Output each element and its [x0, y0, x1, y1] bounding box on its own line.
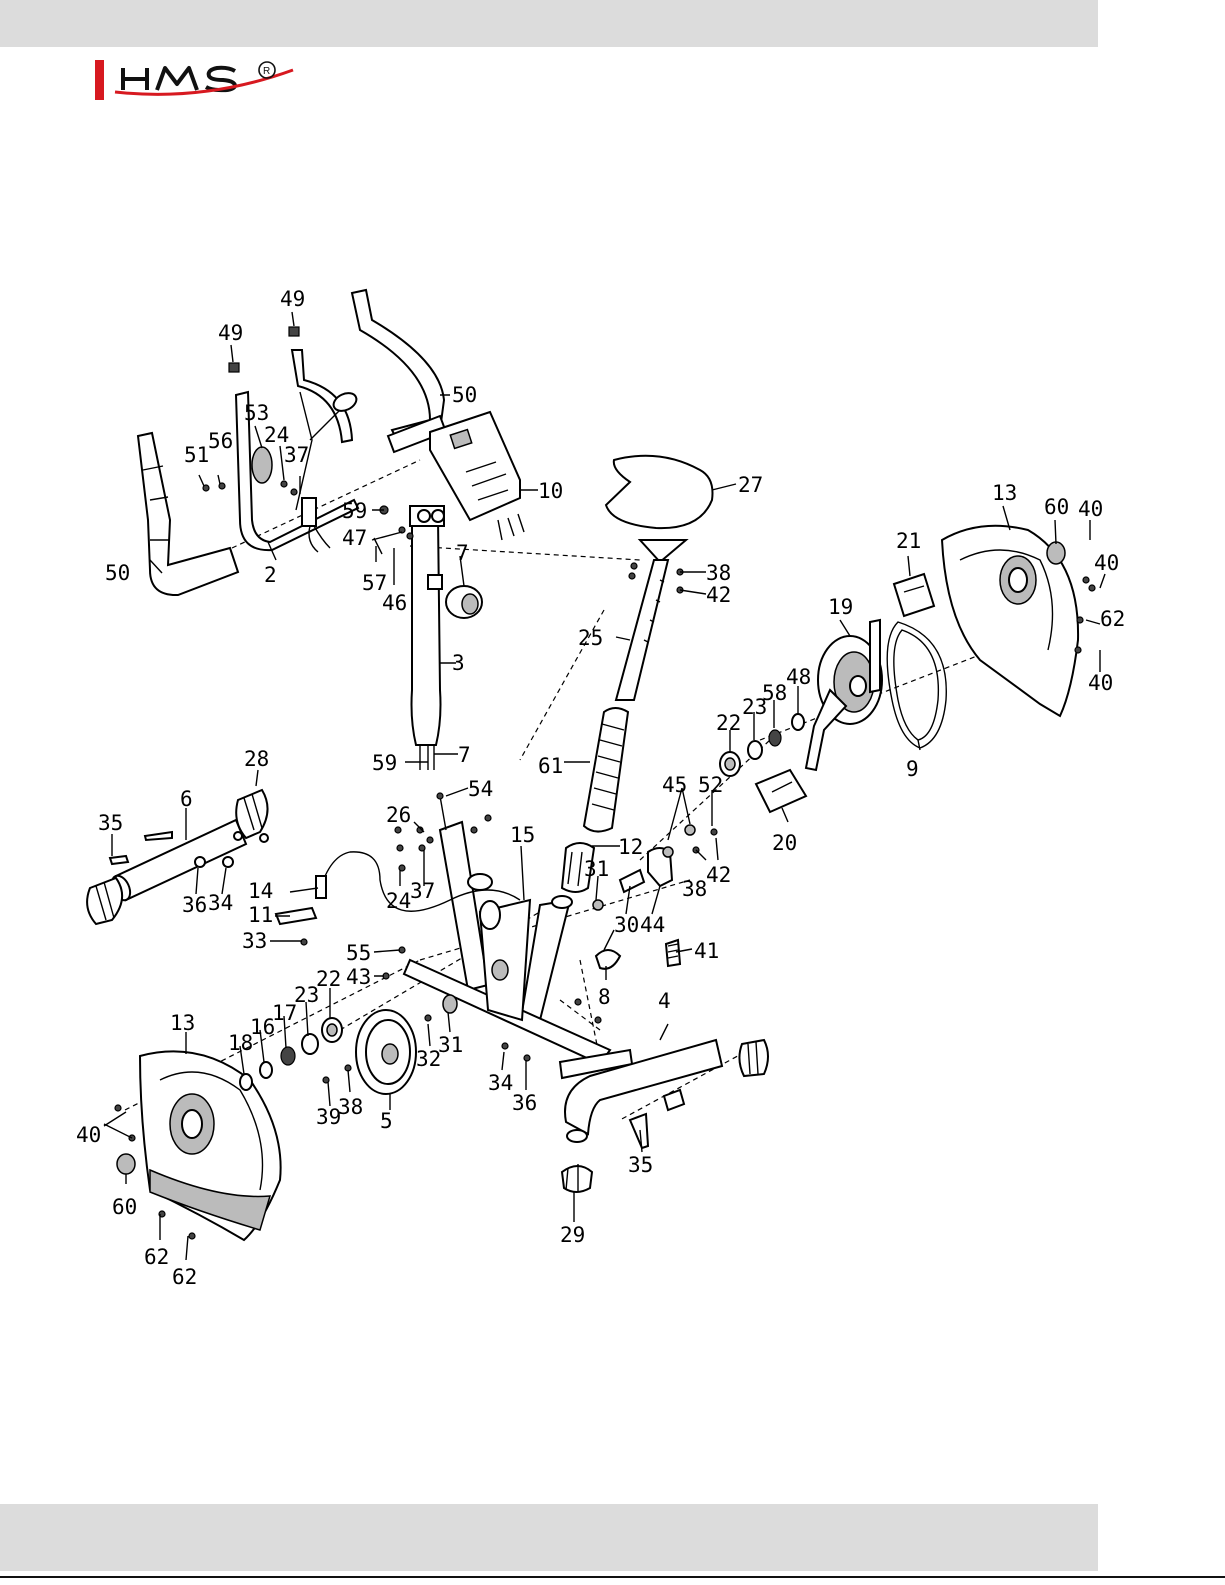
- callout-54: 54: [468, 777, 493, 801]
- callout-34-front: 34: [208, 891, 233, 915]
- callout-20: 20: [772, 831, 797, 855]
- callout-11: 11: [248, 903, 273, 927]
- callout-35-rear: 35: [628, 1153, 653, 1177]
- callout-12: 12: [618, 835, 643, 859]
- callout-49-right: 49: [280, 287, 305, 311]
- callout-6: 6: [180, 787, 193, 811]
- callout-14: 14: [248, 879, 273, 903]
- callout-23-right: 23: [742, 695, 767, 719]
- callout-7-top: 7: [456, 541, 469, 565]
- callout-40-left: 40: [76, 1123, 101, 1147]
- callout-8: 8: [598, 985, 611, 1009]
- callout-37-frame: 37: [410, 879, 435, 903]
- callout-31-left: 31: [438, 1033, 463, 1057]
- callout-25: 25: [578, 626, 603, 650]
- callout-55: 55: [346, 941, 371, 965]
- callout-27: 27: [738, 473, 763, 497]
- callout-48: 48: [786, 665, 811, 689]
- callout-26: 26: [386, 803, 411, 827]
- callout-18: 18: [228, 1031, 253, 1055]
- callout-9: 9: [906, 757, 919, 781]
- callout-29: 29: [560, 1223, 585, 1247]
- callout-10: 10: [538, 479, 563, 503]
- callout-21: 21: [896, 529, 921, 553]
- callout-33: 33: [242, 929, 267, 953]
- callout-22-right: 22: [716, 711, 741, 735]
- callout-35-front: 35: [98, 811, 123, 835]
- callout-60-right: 60: [1044, 495, 1069, 519]
- callout-47: 47: [342, 526, 367, 550]
- callout-44: 44: [640, 913, 665, 937]
- callout-15: 15: [510, 823, 535, 847]
- callout-61: 61: [538, 754, 563, 778]
- callout-53: 53: [244, 401, 269, 425]
- callout-30: 30: [614, 913, 639, 937]
- callout-59-top: 59: [342, 499, 367, 523]
- callout-50-right: 50: [452, 383, 477, 407]
- callout-41: 41: [694, 939, 719, 963]
- callout-45: 45: [662, 773, 687, 797]
- callout-17: 17: [272, 1001, 297, 1025]
- callout-34-rear: 34: [488, 1071, 513, 1095]
- callout-19: 19: [828, 595, 853, 619]
- callout-38-drive: 38: [682, 877, 707, 901]
- callout-40-c: 40: [1088, 671, 1113, 695]
- callout-4: 4: [658, 989, 671, 1013]
- callout-7-bottom: 7: [458, 743, 471, 767]
- callout-16: 16: [250, 1015, 275, 1039]
- callout-23-left: 23: [294, 983, 319, 1007]
- callout-62-right: 62: [1100, 607, 1125, 631]
- callout-5: 5: [380, 1109, 393, 1133]
- callout-43: 43: [346, 965, 371, 989]
- callout-46: 46: [382, 591, 407, 615]
- footer-rule: [0, 1576, 1225, 1578]
- callout-38-seat: 38: [706, 561, 731, 585]
- callout-28: 28: [244, 747, 269, 771]
- callout-22-left: 22: [316, 967, 341, 991]
- callout-36-rear: 36: [512, 1091, 537, 1115]
- parts-drawing: [87, 290, 1095, 1240]
- callout-40-a: 40: [1078, 497, 1103, 521]
- callout-62-left-a: 62: [144, 1245, 169, 1269]
- callout-42-drive: 42: [706, 863, 731, 887]
- callout-40-b: 40: [1094, 551, 1119, 575]
- callout-52: 52: [698, 773, 723, 797]
- callout-13-left: 13: [170, 1011, 195, 1035]
- callout-31-frame: 31: [584, 857, 609, 881]
- callout-49-left: 49: [218, 321, 243, 345]
- callout-56: 56: [208, 429, 233, 453]
- callout-60-left: 60: [112, 1195, 137, 1219]
- callout-3: 3: [452, 651, 465, 675]
- callout-51: 51: [184, 443, 209, 467]
- callout-13-right: 13: [992, 481, 1017, 505]
- callout-24-frame: 24: [386, 889, 411, 913]
- callout-37-top: 37: [284, 443, 309, 467]
- callout-38-left: 38: [338, 1095, 363, 1119]
- callout-50-left: 50: [105, 561, 130, 585]
- callout-2: 2: [264, 563, 277, 587]
- callout-42-seat: 42: [706, 583, 731, 607]
- callout-36-front: 36: [182, 893, 207, 917]
- callout-62-left-b: 62: [172, 1265, 197, 1289]
- footer-band: [0, 1504, 1098, 1571]
- callout-59-bottom: 59: [372, 751, 397, 775]
